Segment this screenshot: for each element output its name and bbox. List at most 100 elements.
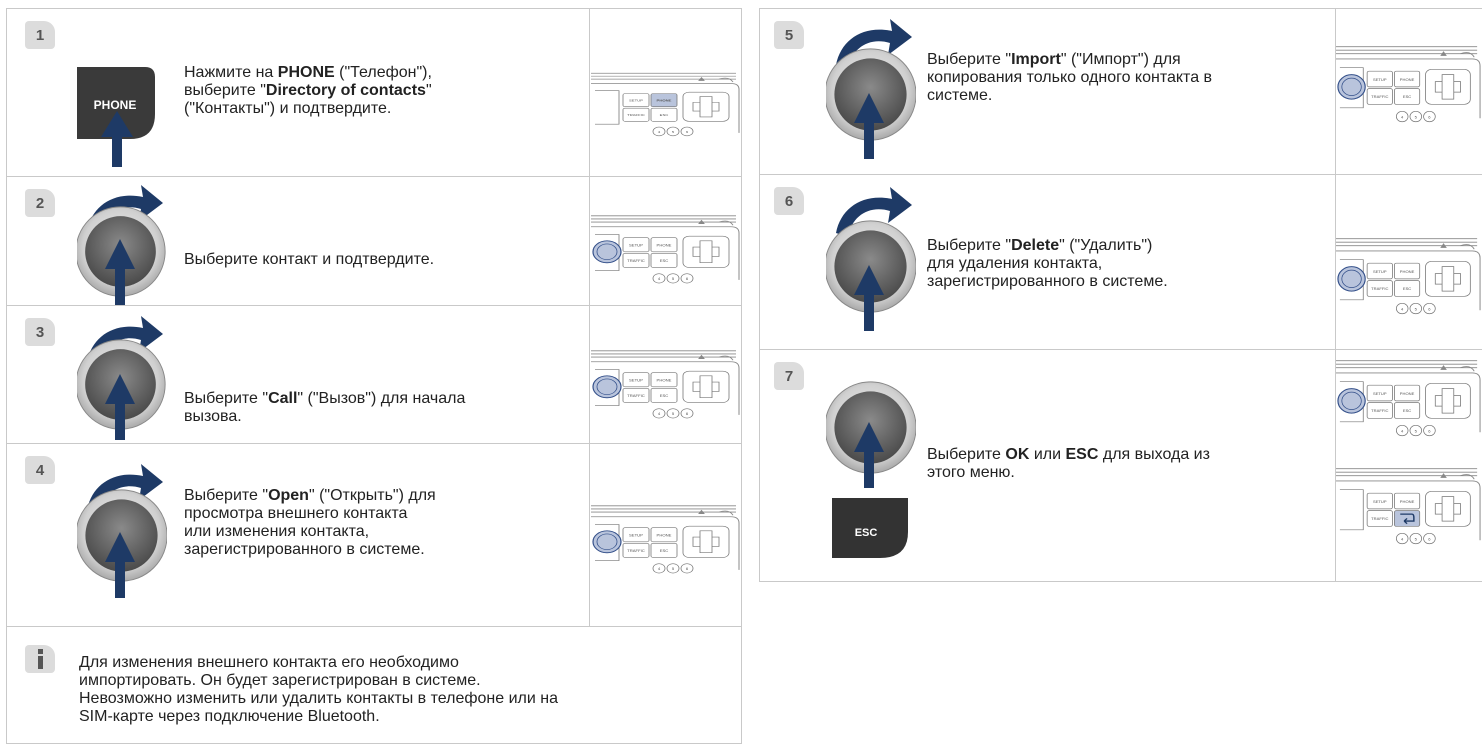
radio-label-traffic: TRAFFIC: [627, 549, 645, 552]
step-1-text: Нажмите на PHONE ("Телефон"), выберите "…: [184, 64, 584, 118]
info-line: SIM-карте через подключение Bluetooth.: [79, 708, 380, 725]
radio-label-traffic: TRAFFIC: [1371, 516, 1388, 521]
radio-label-setup: SETUP: [629, 379, 643, 382]
radio-label-phone: PHONE: [657, 244, 672, 247]
step-number: 1: [25, 21, 55, 49]
radio-label-traffic: TRAFFIC: [1371, 94, 1388, 99]
radio-panel-knob-illustration: SETUP PHONE TRAFFIC ESC 4 5 6: [591, 343, 741, 429]
text: зарегистрированного в системе.: [184, 541, 425, 558]
text: Выберите ": [927, 237, 1012, 254]
radio-label-5: 5: [672, 567, 674, 570]
radio-label-traffic: TRAFFIC: [1371, 408, 1388, 413]
radio-label-setup: SETUP: [1373, 391, 1387, 396]
esc-keyword: ESC: [1065, 446, 1099, 463]
radio-label-phone: PHONE: [1400, 499, 1415, 504]
radio-panel-knob-illustration: SETUP PHONE TRAFFIC ESC 4 5 6: [1336, 38, 1482, 134]
radio-label-esc: ESC: [660, 114, 669, 117]
radio-panel-phone-illustration: SETUP PHONE TRAFFIC ESC 4 5 6: [591, 66, 741, 146]
radio-label-setup: SETUP: [1373, 499, 1387, 504]
ok-knob-icon: [824, 380, 917, 490]
radio-label-6: 6: [1428, 115, 1430, 120]
radio-label-phone: PHONE: [657, 534, 672, 537]
radio-label-phone: PHONE: [1400, 269, 1415, 274]
radio-label-phone: PHONE: [657, 99, 673, 102]
radio-label-4: 4: [1401, 115, 1404, 120]
info-line: импортировать. Он будет зарегистрирован …: [79, 672, 481, 689]
radio-panel-esc-illustration: SETUP PHONE TRAFFIC 4 5 6: [1336, 460, 1482, 556]
radio-label-traffic: TRAFFIC: [1371, 286, 1388, 291]
radio-label-5: 5: [1415, 429, 1417, 434]
step-panel-5: 5 Выберите "Import" ("Импорт") для копир…: [759, 8, 1482, 175]
radio-label-4: 4: [658, 130, 660, 133]
text: Нажмите на: [184, 64, 278, 81]
radio-label-4: 4: [658, 567, 660, 570]
text: ("Контакты") и подтвердите.: [184, 100, 392, 117]
step-number: 4: [25, 456, 55, 484]
radio-label-4: 4: [658, 277, 660, 280]
radio-panel-knob-illustration: SETUP PHONE TRAFFIC ESC 4 5 6: [1336, 230, 1482, 326]
step-6-text: Выберите "Delete" ("Удалить") для удален…: [927, 237, 1317, 291]
radio-label-setup: SETUP: [1373, 77, 1387, 82]
step-number: 6: [774, 187, 804, 215]
radio-label-6: 6: [686, 567, 688, 570]
text: ": [425, 82, 432, 99]
text: копирования только одного контакта в: [927, 69, 1213, 86]
text: или: [1029, 446, 1066, 463]
step-5-text: Выберите "Import" ("Импорт") для копиров…: [927, 51, 1317, 105]
divider: [589, 177, 590, 305]
info-icon: [25, 645, 55, 673]
step-number: 3: [25, 318, 55, 346]
text: этого меню.: [927, 464, 1015, 481]
radio-label-4: 4: [658, 412, 660, 415]
step-number: 5: [774, 21, 804, 49]
text: " ("Удалить"): [1059, 237, 1153, 254]
radio-label-6: 6: [686, 277, 688, 280]
text: системе.: [927, 87, 993, 104]
rotary-knob-icon: [75, 183, 167, 305]
radio-label-esc: ESC: [1403, 286, 1412, 291]
text: выберите ": [184, 82, 266, 99]
radio-label-6: 6: [1428, 537, 1430, 542]
radio-label-traffic: TRAFFIC: [627, 394, 645, 397]
divider: [589, 444, 590, 626]
radio-label-6: 6: [1428, 307, 1430, 312]
radio-label-4: 4: [1401, 429, 1404, 434]
radio-label-4: 4: [1401, 537, 1404, 542]
phone-button-label: PHONE: [94, 98, 137, 112]
step-panel-6: 6 Выберите "Delete" ("Удалить") для удал…: [759, 174, 1482, 350]
phone-keyword: PHONE: [277, 64, 335, 81]
radio-label-phone: PHONE: [657, 379, 672, 382]
radio-label-5: 5: [672, 277, 674, 280]
step-4-text: Выберите "Open" ("Открыть") для просмотр…: [184, 487, 584, 559]
divider: [1335, 350, 1336, 581]
text: просмотра внешнего контакта: [184, 505, 408, 522]
radio-label-phone: PHONE: [1400, 391, 1415, 396]
radio-label-5: 5: [1415, 307, 1417, 312]
step-3-text: Выберите "Call" ("Вызов") для начала выз…: [184, 390, 584, 426]
text: Выберите ": [184, 390, 269, 407]
radio-label-5: 5: [672, 130, 674, 133]
radio-label-5: 5: [1415, 115, 1417, 120]
radio-label-5: 5: [672, 412, 674, 415]
radio-label-setup: SETUP: [1373, 269, 1387, 274]
text: Выберите: [927, 446, 1006, 463]
call-keyword: Call: [268, 390, 298, 407]
radio-label-traffic: TRAFFIC: [627, 259, 645, 262]
step-number: 7: [774, 362, 804, 390]
radio-panel-knob-illustration: SETUP PHONE TRAFFIC ESC 4 5 6: [591, 498, 741, 584]
text: для удаления контакта,: [927, 255, 1103, 272]
radio-label-esc: ESC: [660, 549, 669, 552]
text: вызова.: [184, 408, 242, 425]
ok-keyword: OK: [1005, 446, 1030, 463]
text: " ("Вызов") для начала: [297, 390, 466, 407]
radio-label-setup: SETUP: [629, 244, 643, 247]
text: для выхода из: [1098, 446, 1210, 463]
divider: [1335, 175, 1336, 349]
info-panel: Для изменения внешнего контакта его необ…: [6, 626, 742, 744]
radio-label-traffic: TRAFFIC: [627, 114, 645, 117]
divider: [589, 306, 590, 443]
info-line: Невозможно изменить или удалить контакты…: [79, 690, 558, 707]
divider: [1335, 9, 1336, 174]
rotary-knob-icon: [75, 462, 168, 622]
rotary-knob-icon: [824, 185, 917, 347]
